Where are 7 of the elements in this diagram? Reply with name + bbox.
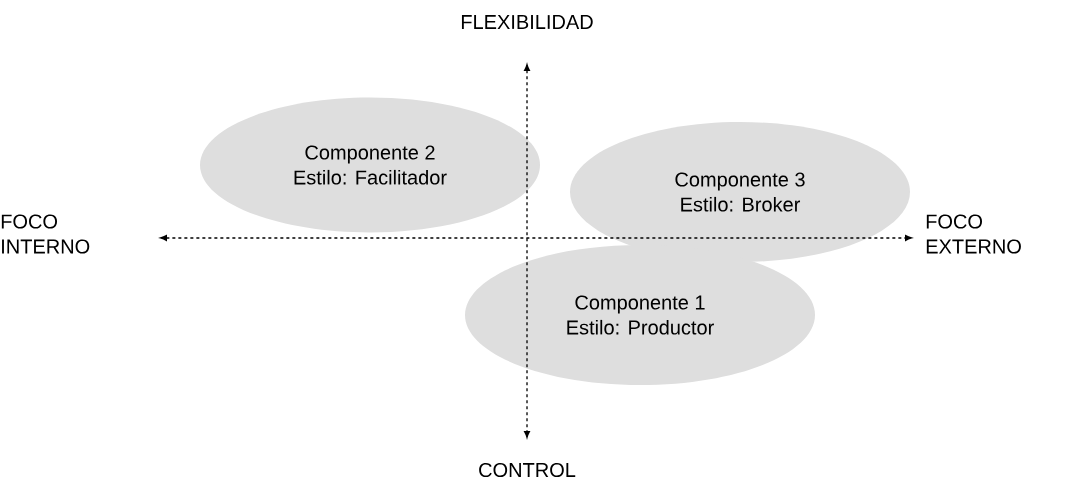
node-label: Componente 1 (575, 295, 705, 314)
axis-label: CONTROL (479, 462, 576, 478)
node-label: Estilo: Productor (567, 319, 714, 335)
axis-label: FOCO INTERNO (1, 214, 90, 254)
node-label: Componente 3 (675, 172, 805, 191)
axis-label: FLEXIBILIDAD (461, 15, 593, 29)
node-label: Estilo: Broker (681, 196, 801, 212)
